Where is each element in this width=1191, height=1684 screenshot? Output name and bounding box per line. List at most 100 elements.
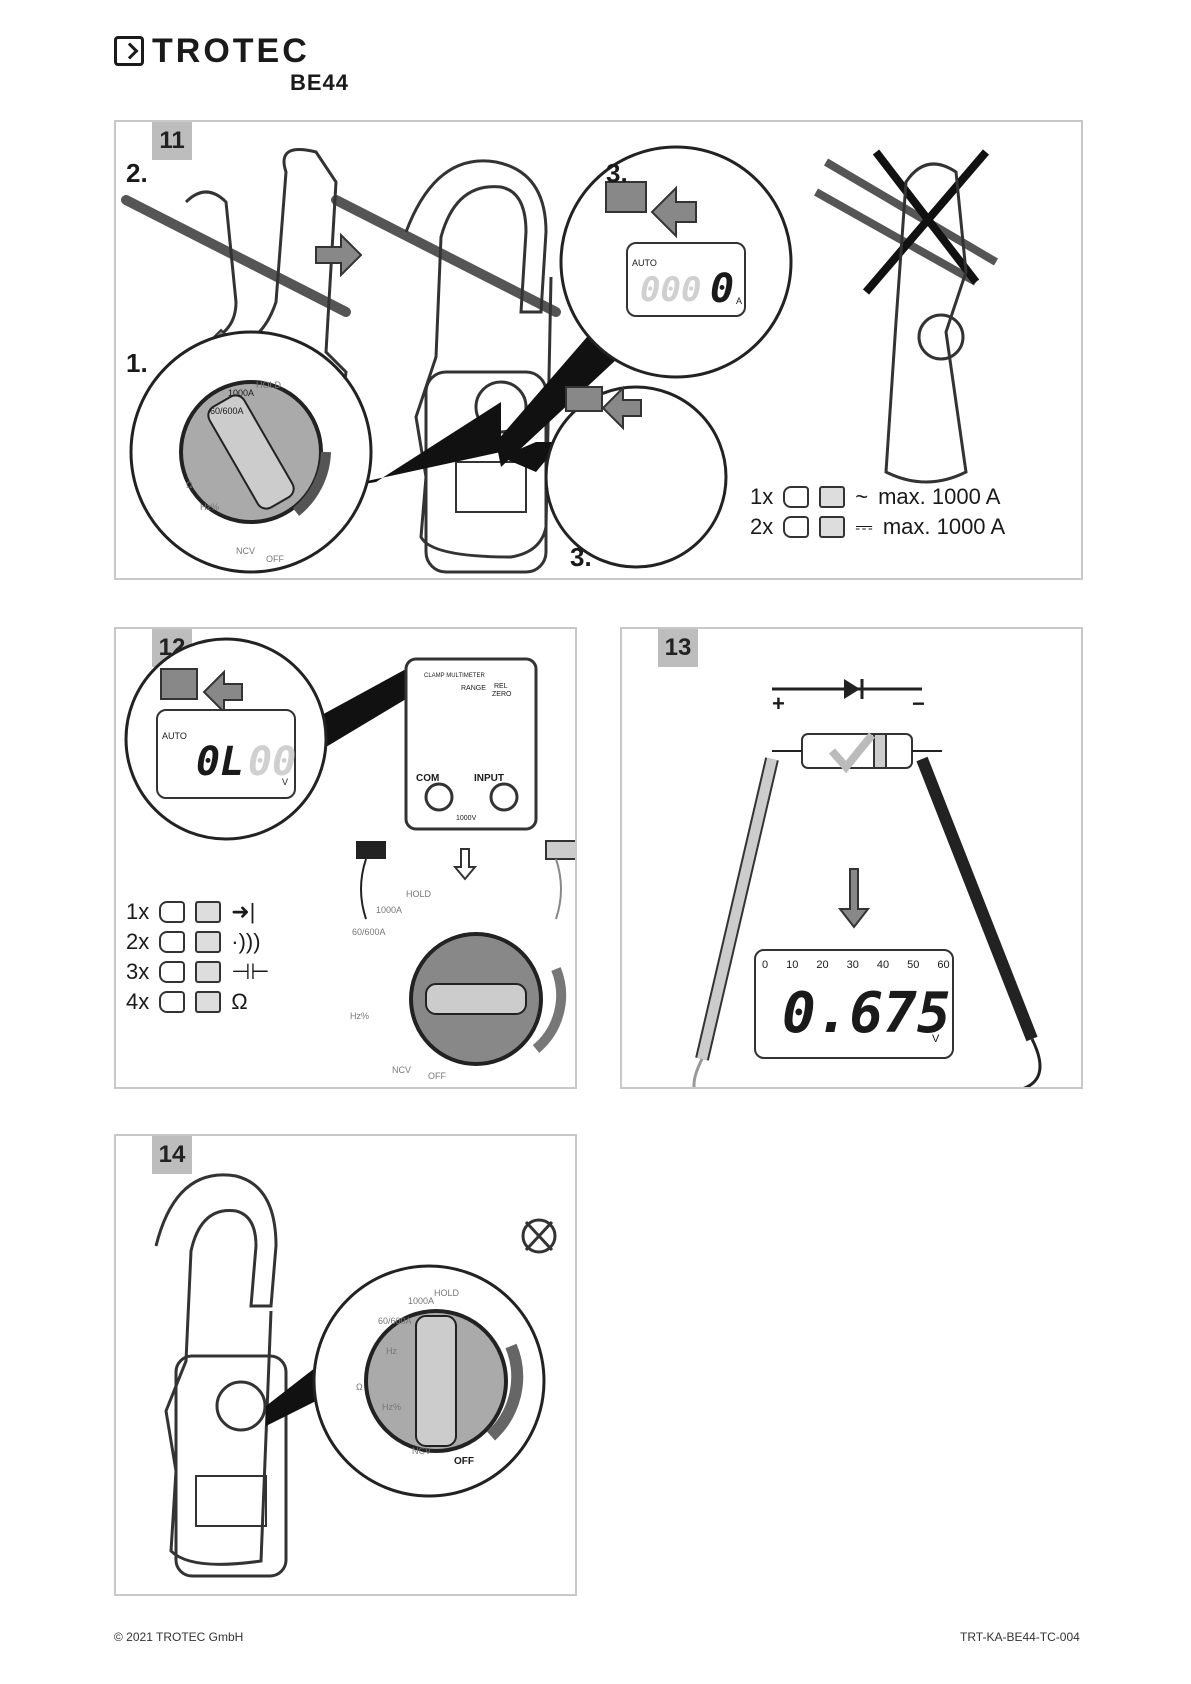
dial-label-hz: Hz [386, 1346, 397, 1356]
dial-label-hzp: Hz% [200, 502, 220, 512]
legend-row-capacitance: 3x ⊣⊢ [126, 959, 270, 985]
panel-14-illustration [154, 1173, 557, 1578]
panel-number: 13 [658, 629, 698, 667]
dial-label-off: OFF [454, 1456, 474, 1467]
lcd-display: 0 10 20 30 40 50 60 0.675 V [754, 949, 954, 1059]
button-icon [195, 901, 222, 923]
dial-label-600a: 60/600A [352, 927, 386, 937]
dial-label-ncv: NCV [392, 1065, 412, 1075]
meter-rating-label: 1000V [456, 815, 477, 822]
lcd-reading: 0L [196, 739, 245, 785]
panel-number: 14 [152, 1136, 192, 1174]
panel-12: 12 AUTO 0L 00 V CLAMP MULTIMETER RANGE R… [114, 627, 577, 1089]
dial-label-hold: HOLD [256, 380, 282, 390]
dial-label-off: OFF [428, 1071, 446, 1081]
capacitor-symbol-icon: ⊣⊢ [231, 959, 270, 984]
step-3a-label: 3. [606, 158, 628, 188]
lcd-unit: V [932, 1033, 940, 1045]
meter-clamp-label: CLAMP MULTIMETER [424, 673, 485, 679]
legend-text: max. 1000 A [878, 484, 1001, 509]
step-1-label: 1. [126, 348, 148, 378]
legend-count: 1x [750, 484, 774, 509]
legend-row-continuity: 2x ·))) [126, 929, 261, 955]
legend-row-resistance: 4x Ω [126, 989, 248, 1015]
diode-plus-label: + [772, 691, 785, 716]
dial-label-ncv: NCV [412, 1446, 432, 1456]
scale-tick: 0 [762, 959, 769, 971]
ohm-symbol-icon: Ω [231, 989, 248, 1014]
scale-tick: 20 [816, 959, 829, 971]
lcd-auto: AUTO [632, 258, 657, 268]
model-name: BE44 [290, 70, 350, 95]
panel-11-illustration [121, 145, 999, 574]
dial-label-hzp: Hz% [382, 1402, 402, 1412]
dial-label-1000a: 1000A [408, 1296, 435, 1306]
legend-count: 2x [750, 514, 774, 539]
dial-label-600a: 60/600A [210, 406, 244, 416]
meter-zero-button: ZERO [492, 691, 512, 698]
button-icon [195, 931, 222, 953]
trotec-logo-icon [114, 36, 144, 66]
dial-label-ohm: Ω [186, 480, 193, 490]
button-icon [195, 991, 222, 1013]
button-icon [195, 961, 222, 983]
button-icon [819, 516, 846, 538]
legend-row-ac: 1x ~ max. 1000 A [750, 484, 1000, 510]
scale-tick: 60 [937, 959, 950, 971]
meter-rel-button: REL [494, 683, 508, 690]
lcd-display-zoom: AUTO 0L 00 V [156, 709, 296, 799]
panel-13: 13 + − 0 10 20 30 40 50 60 0.675 V [620, 627, 1083, 1089]
dial-label-hold: HOLD [406, 889, 432, 899]
dial-label-ncv: NCV [236, 546, 256, 556]
dial-label-1000a: 1000A [376, 905, 403, 915]
dial-label-hzp: Hz% [350, 1011, 370, 1021]
meter-range-button: RANGE [461, 685, 486, 692]
lcd-reading: 0.675 [782, 981, 951, 1046]
panel-13-illustration [692, 679, 1042, 1087]
dial-label-off: OFF [266, 554, 284, 564]
diode-symbol-icon: ➜| [231, 899, 256, 924]
lcd-unit: V [282, 777, 289, 787]
legend-row-dc: 2x ⎓ max. 1000 A [750, 514, 1005, 540]
dc-symbol: ⎓ [855, 514, 873, 539]
scale-tick: 40 [876, 959, 890, 971]
footer-copyright: © 2021 TROTEC GmbH [114, 1630, 244, 1644]
scale-tick: 10 [786, 959, 799, 971]
ac-symbol: ~ [855, 484, 869, 509]
lcd-ghost-digits: 00 [248, 739, 297, 785]
lcd-ghost-digits: 000 [640, 270, 702, 310]
step-2-label: 2. [126, 158, 148, 188]
dial-label-hold: HOLD [434, 1288, 460, 1298]
panel-11: 11 2. 1. [114, 120, 1083, 580]
legend-count: 1x [126, 899, 150, 924]
hand-press-icon [783, 516, 810, 538]
hand-press-icon [159, 961, 186, 983]
dial-label-600a: 60/600A [378, 1316, 412, 1326]
lcd-display: AUTO 000 0 A [626, 242, 746, 317]
brand-name: TROTEC [152, 32, 310, 70]
legend-count: 4x [126, 989, 150, 1014]
lcd-auto: AUTO [162, 731, 187, 741]
panel-14: 14 HOLD 1000A 60/600A Hz Ω Hz% NCV OFF [114, 1134, 577, 1596]
legend-count: 3x [126, 959, 150, 984]
continuity-symbol-icon: ·))) [231, 929, 261, 954]
diode-minus-label: − [912, 691, 925, 716]
legend-count: 2x [126, 929, 150, 954]
hand-press-icon [159, 991, 186, 1013]
scale-tick: 30 [846, 959, 859, 971]
legend-row-diode: 1x ➜| [126, 899, 255, 925]
legend-text: max. 1000 A [882, 514, 1006, 539]
dial-label-ohm: Ω [356, 1382, 363, 1392]
scale-tick: 50 [907, 959, 920, 971]
panel-number: 11 [152, 122, 192, 160]
button-icon [819, 486, 846, 508]
lcd-unit: A [736, 296, 743, 306]
lcd-scale: 0 10 20 30 40 50 60 [762, 959, 950, 971]
dial-label-1000a: 1000A [228, 388, 255, 398]
footer-doc-code: TRT-KA-BE44-TC-004 [960, 1630, 1080, 1644]
lcd-reading: 0 [710, 266, 735, 312]
step-3b-label: 3. [570, 542, 592, 572]
meter-com-label: COM [416, 773, 440, 784]
meter-input-label: INPUT [474, 773, 504, 784]
hand-press-icon [159, 901, 186, 923]
